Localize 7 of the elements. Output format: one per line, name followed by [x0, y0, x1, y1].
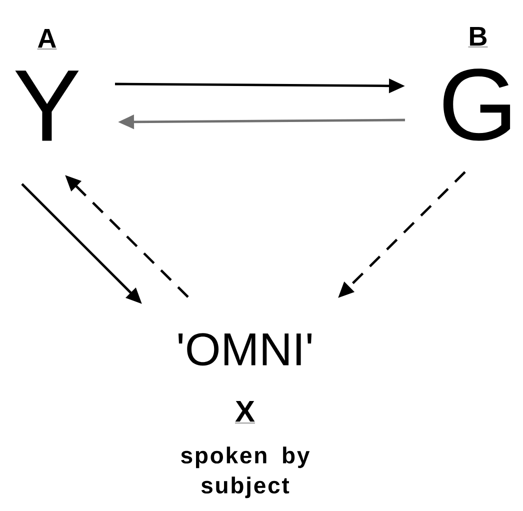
letter-symbol: Y: [15, 70, 79, 141]
letter-heading: B: [468, 27, 488, 48]
letter-heading: X: [234, 401, 256, 424]
node-label: spoken by subject: [181, 446, 310, 498]
letter-symbol: G: [443, 68, 510, 141]
word-label: 'OMNI': [178, 333, 312, 366]
letter-heading: A: [37, 29, 57, 50]
